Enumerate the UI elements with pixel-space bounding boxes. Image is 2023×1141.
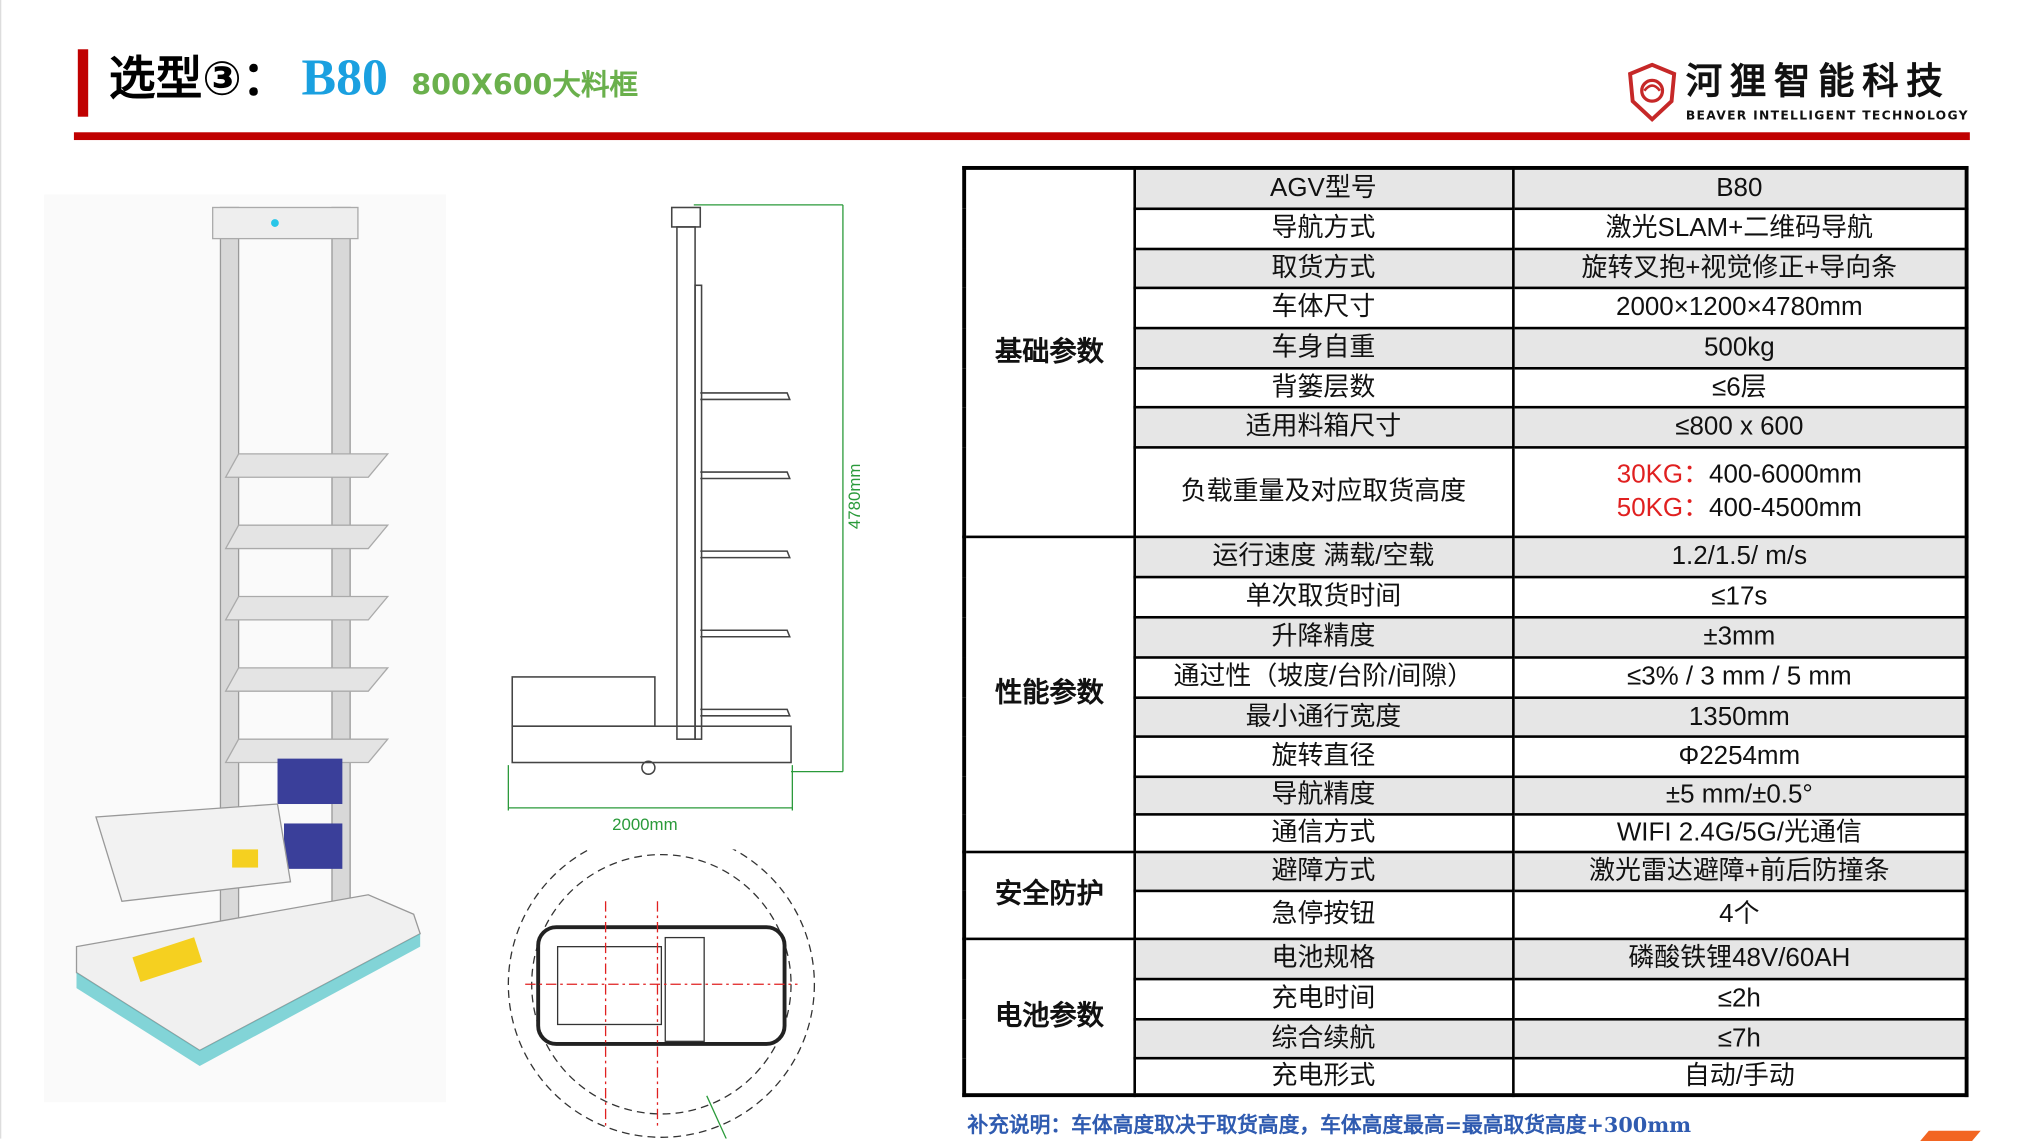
param-name: 急停按钮	[1132, 888, 1515, 940]
table-row: 导航方式激光SLAM+二维码导航	[964, 206, 1968, 250]
param-name: 充电形式	[1132, 1056, 1515, 1097]
param-value: Φ2254mm	[1511, 734, 1968, 778]
table-row: 升降精度±3mm	[964, 615, 1968, 659]
param-value: 磷酸铁锂48V/60AH	[1511, 936, 1968, 980]
length-dimension-label: 2000mm	[612, 815, 678, 834]
top-view-drawing	[507, 849, 815, 1139]
param-value: B80	[1511, 166, 1968, 210]
param-name: 导航精度	[1132, 774, 1515, 816]
title-row: 选型③： B80 800X600大料框	[109, 47, 638, 120]
param-value: ≤17s	[1511, 575, 1968, 618]
table-row: 充电时间≤2h	[964, 977, 1968, 1020]
param-name: 适用料箱尺寸	[1132, 405, 1515, 449]
page-subtitle: 800X600大料框	[411, 70, 639, 103]
param-value: ≤2h	[1511, 977, 1968, 1020]
side-view-drawing: 4780mm 2000mm	[507, 204, 864, 834]
table-row: 通过性（坡度/台阶/间隙）≤3% / 3 mm / 5 mm	[964, 655, 1968, 699]
param-value: ±5 mm/±0.5°	[1511, 774, 1968, 816]
model-name: B80	[301, 47, 388, 107]
beaver-shield-icon	[1628, 62, 1677, 122]
param-name: 电池规格	[1132, 936, 1515, 980]
logo-text-cn: 河狸智能科技	[1685, 59, 1951, 103]
height-dimension-label: 4780mm	[845, 464, 864, 530]
param-name: 负载重量及对应取货高度	[1132, 445, 1515, 538]
param-value: 激光雷达避障+前后防撞条	[1511, 850, 1968, 892]
group-label: 基础参数	[962, 166, 1136, 538]
param-value: 30KG：400-6000mm 50KG：400-4500mm	[1511, 445, 1968, 538]
table-row: 适用料箱尺寸≤800 x 600	[964, 405, 1968, 449]
param-value: 自动/手动	[1511, 1056, 1968, 1097]
param-name: 通信方式	[1132, 812, 1515, 853]
table-row: 取货方式旋转叉抱+视觉修正+导向条	[964, 247, 1968, 289]
title-accent-bar	[77, 49, 89, 117]
param-name: AGV型号	[1132, 166, 1515, 210]
param-name: 避障方式	[1132, 850, 1515, 892]
param-name: 运行速度 满载/空载	[1132, 534, 1515, 578]
param-value: ≤7h	[1511, 1017, 1968, 1059]
load-range: 400-4500mm	[1709, 494, 1862, 523]
param-value: 500kg	[1511, 326, 1968, 369]
load-range: 400-6000mm	[1709, 460, 1862, 489]
param-value: WIFI 2.4G/5G/光通信	[1511, 812, 1968, 853]
load-line-2: 50KG：400-4500mm	[1514, 494, 1965, 523]
param-name: 导航方式	[1132, 206, 1515, 250]
param-name: 综合续航	[1132, 1017, 1515, 1059]
table-row: 综合续航≤7h	[964, 1017, 1968, 1059]
header-divider	[73, 132, 1970, 141]
param-name: 单次取货时间	[1132, 575, 1515, 618]
param-name: 旋转直径	[1132, 734, 1515, 778]
param-name: 取货方式	[1132, 247, 1515, 289]
load-label: 50KG：	[1616, 494, 1710, 523]
table-row: 充电形式自动/手动	[964, 1056, 1968, 1097]
group-label: 电池参数	[962, 936, 1136, 1097]
table-row: 安全防护避障方式激光雷达避障+前后防撞条	[962, 850, 1968, 940]
supplementary-note: 补充说明：车体高度取决于取货高度，车体高度最高=最高取货高度+300mm	[967, 1112, 1692, 1138]
page-title: 选型③：	[108, 53, 289, 107]
param-name: 最小通行宽度	[1132, 695, 1515, 738]
param-value: ±3mm	[1511, 615, 1968, 659]
param-value: 激光SLAM+二维码导航	[1511, 206, 1968, 250]
param-value: 旋转叉抱+视觉修正+导向条	[1511, 247, 1968, 289]
group-label: 安全防护	[962, 850, 1136, 940]
param-name: 升降精度	[1132, 615, 1515, 659]
corner-decoration	[1920, 1130, 1981, 1141]
param-value: 2000×1200×4780mm	[1511, 285, 1968, 329]
param-name: 背篓层数	[1132, 366, 1515, 408]
slide-edge	[0, 0, 2, 1139]
param-value: ≤800 x 600	[1511, 405, 1968, 449]
param-name: 充电时间	[1132, 977, 1515, 1020]
table-row: 电池参数电池规格磷酸铁锂48V/60AH	[962, 936, 1968, 1097]
table-row: 背篓层数≤6层	[964, 366, 1968, 408]
param-value: 1350mm	[1511, 695, 1968, 738]
param-value: 4个	[1511, 888, 1968, 940]
param-value: 1.2/1.5/ m/s	[1511, 534, 1968, 578]
table-row: 导航精度±5 mm/±0.5°	[964, 774, 1968, 816]
load-line-1: 30KG：400-6000mm	[1514, 460, 1965, 489]
param-value: ≤3% / 3 mm / 5 mm	[1511, 655, 1968, 699]
robot-illustration	[44, 194, 447, 1103]
param-name: 车身自重	[1132, 326, 1515, 369]
table-row: 单次取货时间≤17s	[964, 575, 1968, 618]
param-value: ≤6层	[1511, 366, 1968, 408]
group-label: 性能参数	[962, 534, 1136, 853]
company-logo: 河狸智能科技 BEAVER INTELLIGENT TECHNOLOGY	[1626, 62, 1976, 127]
load-label: 30KG：	[1616, 460, 1710, 489]
logo-text-en: BEAVER INTELLIGENT TECHNOLOGY	[1685, 108, 1969, 124]
param-name: 通过性（坡度/台阶/间隙）	[1132, 655, 1515, 699]
param-name: 车体尺寸	[1132, 285, 1515, 329]
